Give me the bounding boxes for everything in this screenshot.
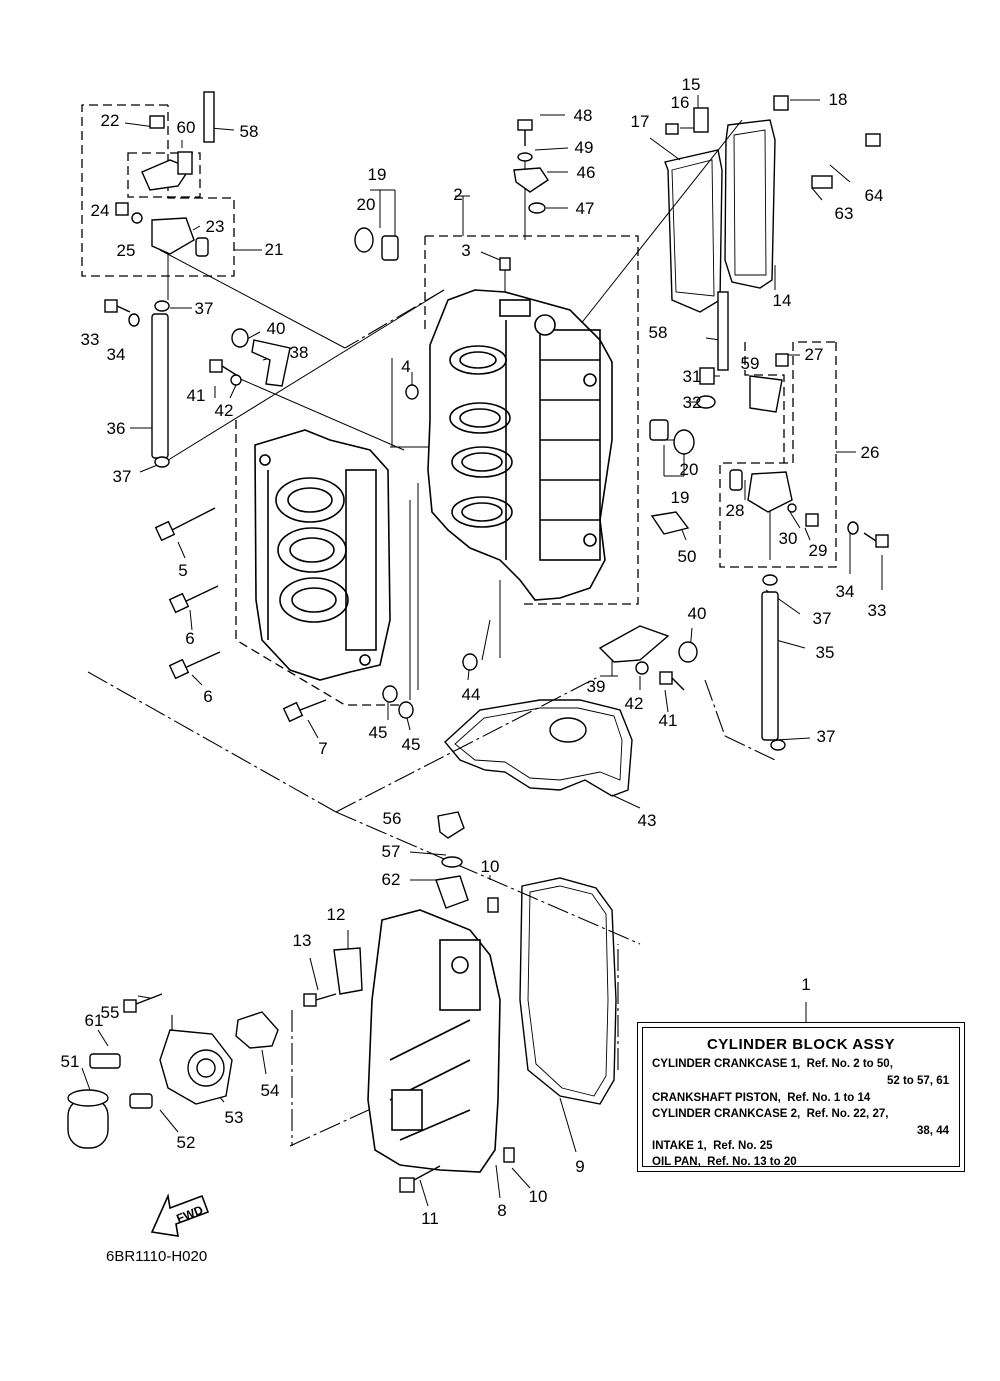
callout-number: 52 xyxy=(177,1133,196,1152)
callout-number: 19 xyxy=(368,165,387,184)
fwd-arrow: FWD xyxy=(150,1193,210,1237)
callout-number: 33 xyxy=(868,601,887,620)
legend-title: CYLINDER BLOCK ASSY xyxy=(706,1036,896,1053)
callout-number: 34 xyxy=(107,345,126,364)
callout-number: 16 xyxy=(671,93,690,112)
group-boxes xyxy=(81,104,837,706)
callout-number: 2 xyxy=(453,185,462,204)
callout-number: 35 xyxy=(816,643,835,662)
legend-box: CYLINDER BLOCK ASSY CYLINDER CRANKCASE 1… xyxy=(637,1022,965,1172)
callout-number: 53 xyxy=(225,1108,244,1127)
callout-number: 10 xyxy=(481,857,500,876)
callout-number: 59 xyxy=(741,354,760,373)
callout-number: 37 xyxy=(113,467,132,486)
callout-number: 14 xyxy=(773,291,792,310)
legend-line: CYLINDER CRANKCASE 2, Ref. No. 22, 27, xyxy=(652,1108,889,1120)
callout-number: 57 xyxy=(382,842,401,861)
gaskets xyxy=(235,119,776,1105)
callout-number: 31 xyxy=(683,367,702,386)
callout-number: 33 xyxy=(81,330,100,349)
callout-number: 4 xyxy=(401,357,410,376)
callout-number: 9 xyxy=(575,1157,584,1176)
diagram-code: 6BR1110-H020 xyxy=(106,1248,208,1265)
callout-number: 27 xyxy=(805,345,824,364)
legend-line: CRANKSHAFT PISTON, Ref. No. 1 to 14 xyxy=(652,1092,871,1104)
callout-number: 37 xyxy=(817,727,836,746)
callout-number: 26 xyxy=(861,443,880,462)
callout-number: 11 xyxy=(421,1209,439,1228)
callout-number: 20 xyxy=(357,195,376,214)
callout-number: 20 xyxy=(680,460,699,479)
callout-number: 8 xyxy=(497,1201,506,1220)
legend-line: CYLINDER CRANKCASE 1, Ref. No. 2 to 50, xyxy=(652,1058,893,1070)
callout-number: 24 xyxy=(91,201,110,220)
callout-number: 45 xyxy=(369,723,388,742)
callout-number: 51 xyxy=(61,1052,80,1071)
callout-number: 41 xyxy=(659,711,678,730)
callout-number: 7 xyxy=(318,739,327,758)
callout-number: 37 xyxy=(813,609,832,628)
callout-number: 54 xyxy=(261,1081,280,1100)
callout-number: 25 xyxy=(117,241,136,260)
callout-number: 45 xyxy=(402,735,421,754)
callout-number: 56 xyxy=(383,809,402,828)
callout-number: 58 xyxy=(649,323,668,342)
callout-number: 58 xyxy=(240,122,259,141)
callout-numbers: 1234566789101011121314151617181919202021… xyxy=(61,75,887,1228)
legend-line: 52 to 57, 61 xyxy=(886,1075,949,1087)
callout-number: 38 xyxy=(290,343,309,362)
callout-number: 3 xyxy=(461,241,470,260)
callout-number: 39 xyxy=(587,677,606,696)
callout-number: 49 xyxy=(575,138,594,157)
callout-number: 22 xyxy=(101,111,120,130)
callout-number: 50 xyxy=(678,547,697,566)
callout-number: 40 xyxy=(267,319,286,338)
callout-number: 15 xyxy=(682,75,701,94)
callout-number: 60 xyxy=(177,118,196,137)
callout-number: 30 xyxy=(779,529,798,548)
callout-number: 40 xyxy=(688,604,707,623)
callout-number: 13 xyxy=(293,931,312,950)
oil-pan xyxy=(367,909,501,1173)
engine-block xyxy=(427,289,613,601)
callout-number: 41 xyxy=(187,386,206,405)
callout-number: 21 xyxy=(265,240,284,259)
callout-number: 10 xyxy=(529,1187,548,1206)
legend-line: 38, 44 xyxy=(917,1125,949,1137)
legend-line: OIL PAN, Ref. No. 13 to 20 xyxy=(652,1156,797,1168)
callout-number: 64 xyxy=(865,186,884,205)
callout-number: 6 xyxy=(185,629,194,648)
callout-number: 17 xyxy=(631,112,650,131)
callout-number: 12 xyxy=(327,905,346,924)
callout-number: 36 xyxy=(107,419,126,438)
callout-number: 34 xyxy=(836,582,855,601)
callout-number: 43 xyxy=(638,811,657,830)
small-parts xyxy=(67,91,889,1193)
callout-number: 62 xyxy=(382,870,401,889)
callout-number: 47 xyxy=(576,199,595,218)
callout-number: 23 xyxy=(206,217,225,236)
callout-number: 5 xyxy=(178,561,187,580)
legend-inner: CYLINDER BLOCK ASSY CYLINDER CRANKCASE 1… xyxy=(642,1027,960,1168)
callout-number: 42 xyxy=(215,401,234,420)
callout-number: 42 xyxy=(625,694,644,713)
callout-number: 37 xyxy=(195,299,214,318)
callout-number: 63 xyxy=(835,204,854,223)
callout-number: 32 xyxy=(683,393,702,412)
callout-number: 44 xyxy=(462,685,481,704)
callout-number: 1 xyxy=(801,975,810,994)
callout-number: 55 xyxy=(101,1003,120,1022)
callout-number: 28 xyxy=(726,501,745,520)
callout-number: 46 xyxy=(577,163,596,182)
crankcase-left xyxy=(254,429,391,681)
callout-number: 18 xyxy=(829,90,848,109)
callout-number: 19 xyxy=(671,488,690,507)
callout-number: 61 xyxy=(85,1011,104,1030)
callout-number: 48 xyxy=(574,106,593,125)
legend-line: INTAKE 1, Ref. No. 25 xyxy=(652,1140,773,1152)
callout-number: 29 xyxy=(809,541,828,560)
callout-number: 6 xyxy=(203,687,212,706)
